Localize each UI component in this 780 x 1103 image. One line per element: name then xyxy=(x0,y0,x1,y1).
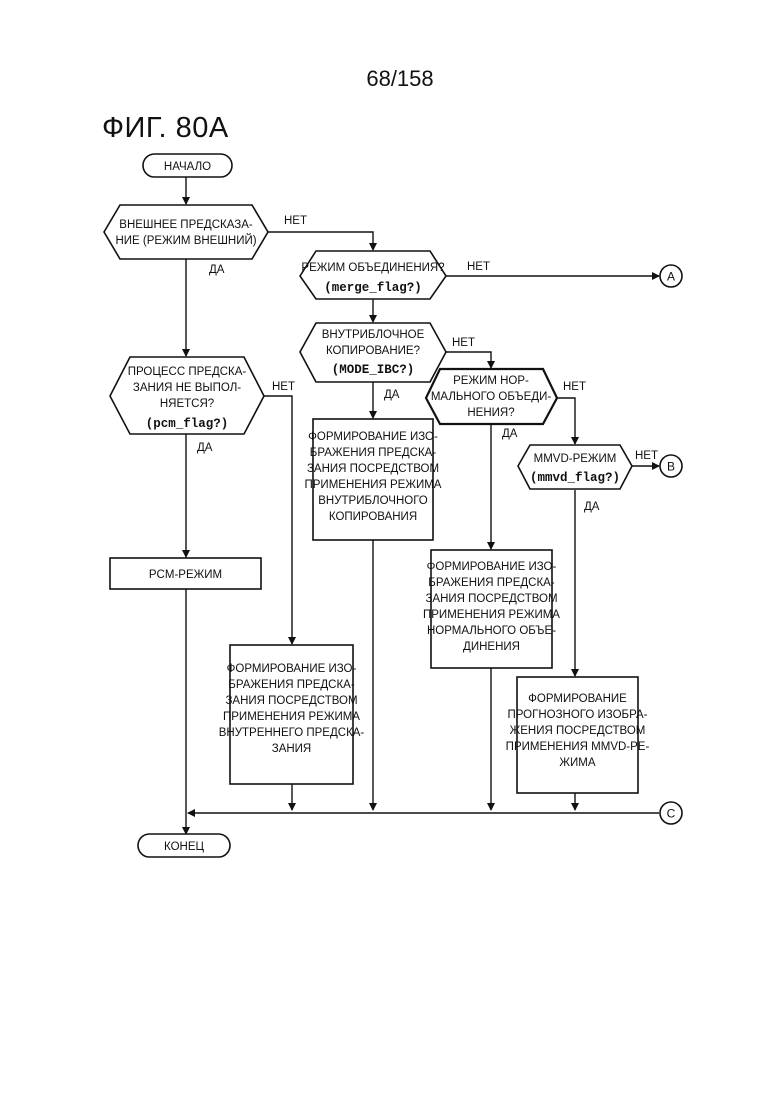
ibcproc-line-2: БРАЖЕНИЯ ПРЕДСКА- xyxy=(310,447,437,459)
ibcproc-line-3: ЗАНИЯ ПОСРЕДСТВОМ xyxy=(307,463,439,475)
normalproc-line-4: ПРИМЕНЕНИЯ РЕЖИМА xyxy=(423,609,560,621)
intraproc-line-1: ФОРМИРОВАНИЕ ИЗО- xyxy=(227,663,357,675)
normalproc-line-3: ЗАНИЯ ПОСРЕДСТВОМ xyxy=(425,593,557,605)
inter-line-2: НИЕ (РЕЖИМ ВНЕШНИЙ) xyxy=(115,234,256,247)
pcm-flag: (pcm_flag?) xyxy=(146,417,229,431)
mmvd-yes-label: ДА xyxy=(584,501,600,513)
ibc-line-2: КОПИРОВАНИЕ? xyxy=(326,345,420,357)
inter-yes-label: ДА xyxy=(209,264,225,276)
intraproc-line-5: ВНУТРЕННЕГО ПРЕДСКА- xyxy=(219,727,365,739)
pcm-line-2: ЗАНИЯ НЕ ВЫПОЛ- xyxy=(133,382,241,394)
ibc-no-label: НЕТ xyxy=(452,337,475,349)
intraproc-line-4: ПРИМЕНЕНИЯ РЕЖИМА xyxy=(223,711,360,723)
process-ibc: ФОРМИРОВАНИЕ ИЗО- БРАЖЕНИЯ ПРЕДСКА- ЗАНИ… xyxy=(305,419,442,540)
pcm-line-3: НЯЕТСЯ? xyxy=(160,398,214,410)
edge-normal-mmvd xyxy=(557,398,575,444)
normal-line-1: РЕЖИМ НОР- xyxy=(453,375,529,387)
connector-b: B xyxy=(660,455,682,477)
inter-line-1: ВНЕШНЕЕ ПРЕДСКАЗА- xyxy=(119,219,253,231)
ibcproc-line-5: ВНУТРИБЛОЧНОГО xyxy=(318,495,428,507)
inter-no-label: НЕТ xyxy=(284,215,307,227)
decision-ibc: ВНУТРИБЛОЧНОЕ КОПИРОВАНИЕ? (MODE_IBC?) xyxy=(300,323,446,382)
decision-pcm: ПРОЦЕСС ПРЕДСКА- ЗАНИЯ НЕ ВЫПОЛ- НЯЕТСЯ?… xyxy=(110,357,264,434)
end-terminator: КОНЕЦ xyxy=(138,834,230,857)
mmvd-line-1: MMVD-РЕЖИМ xyxy=(534,453,617,465)
connector-c-label: C xyxy=(667,807,676,821)
normal-line-2: МАЛЬНОГО ОБЪЕДИ- xyxy=(431,391,552,403)
process-normal-merge: ФОРМИРОВАНИЕ ИЗО- БРАЖЕНИЯ ПРЕДСКА- ЗАНИ… xyxy=(423,550,560,668)
merge-flag: (merge_flag?) xyxy=(324,281,422,295)
edge-pcm-intraproc xyxy=(264,396,292,644)
connector-a-label: A xyxy=(667,270,675,284)
ibc-flag: (MODE_IBC?) xyxy=(332,363,415,377)
mmvd-no-label: НЕТ xyxy=(635,450,658,462)
merge-no-label: НЕТ xyxy=(467,261,490,273)
normalproc-line-6: ДИНЕНИЯ xyxy=(463,641,520,653)
decision-normal-merge: РЕЖИМ НОР- МАЛЬНОГО ОБЪЕДИ- НЕНИЯ? xyxy=(426,369,557,424)
mmvdproc-line-2: ПРОГНОЗНОГО ИЗОБРА- xyxy=(508,709,648,721)
pcm-yes-label: ДА xyxy=(197,442,213,454)
edge-ibc-normal xyxy=(446,352,491,368)
process-pcm-mode: PCM-РЕЖИМ xyxy=(110,558,261,589)
ibcproc-line-1: ФОРМИРОВАНИЕ ИЗО- xyxy=(308,431,438,443)
decision-inter-prediction: ВНЕШНЕЕ ПРЕДСКАЗА- НИЕ (РЕЖИМ ВНЕШНИЙ) xyxy=(104,205,268,259)
process-intra: ФОРМИРОВАНИЕ ИЗО- БРАЖЕНИЯ ПРЕДСКА- ЗАНИ… xyxy=(219,645,365,784)
normalproc-line-1: ФОРМИРОВАНИЕ ИЗО- xyxy=(427,561,557,573)
start-label: НАЧАЛО xyxy=(164,161,211,173)
intraproc-line-3: ЗАНИЯ ПОСРЕДСТВОМ xyxy=(225,695,357,707)
mmvd-flag: (mmvd_flag?) xyxy=(530,471,620,485)
merge-line-1: РЕЖИМ ОБЪЕДИНЕНИЯ? xyxy=(301,262,444,274)
normal-yes-label: ДА xyxy=(502,428,518,440)
normalproc-line-5: НОРМАЛЬНОГО ОБЪЕ- xyxy=(427,625,556,637)
normalproc-line-2: БРАЖЕНИЯ ПРЕДСКА- xyxy=(428,577,555,589)
ibc-line-1: ВНУТРИБЛОЧНОЕ xyxy=(322,329,425,341)
connector-c: C xyxy=(660,802,682,824)
normal-line-3: НЕНИЯ? xyxy=(467,407,514,419)
pcm-no-label: НЕТ xyxy=(272,381,295,393)
mmvdproc-line-5: ЖИМА xyxy=(559,757,595,769)
normal-no-label: НЕТ xyxy=(563,381,586,393)
ibcproc-line-4: ПРИМЕНЕНИЯ РЕЖИМА xyxy=(305,479,442,491)
connector-b-label: B xyxy=(667,460,675,474)
intraproc-line-6: ЗАНИЯ xyxy=(272,743,312,755)
decision-mmvd: MMVD-РЕЖИМ (mmvd_flag?) xyxy=(518,445,632,489)
mmvdproc-line-3: ЖЕНИЯ ПОСРЕДСТВОМ xyxy=(510,725,646,737)
mmvdproc-line-4: ПРИМЕНЕНИЯ MMVD-РЕ- xyxy=(506,741,650,753)
start-terminator: НАЧАЛО xyxy=(143,154,232,177)
decision-merge: РЕЖИМ ОБЪЕДИНЕНИЯ? (merge_flag?) xyxy=(300,251,446,299)
intraproc-line-2: БРАЖЕНИЯ ПРЕДСКА- xyxy=(228,679,355,691)
edge-inter-merge xyxy=(268,232,373,250)
pcmmode-label: PCM-РЕЖИМ xyxy=(149,569,222,581)
ibc-yes-label: ДА xyxy=(384,389,400,401)
end-label: КОНЕЦ xyxy=(164,841,204,853)
connector-a: A xyxy=(660,265,682,287)
ibcproc-line-6: КОПИРОВАНИЯ xyxy=(329,511,417,523)
mmvdproc-line-1: ФОРМИРОВАНИЕ xyxy=(528,693,627,705)
pcm-line-1: ПРОЦЕСС ПРЕДСКА- xyxy=(128,366,247,378)
process-mmvd: ФОРМИРОВАНИЕ ПРОГНОЗНОГО ИЗОБРА- ЖЕНИЯ П… xyxy=(506,677,650,793)
